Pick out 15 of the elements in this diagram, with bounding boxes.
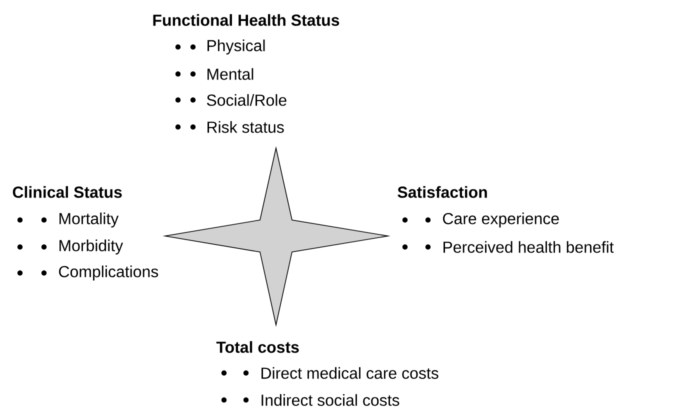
list-item: Direct medical care costs bbox=[262, 367, 438, 379]
list-item: Mortality bbox=[60, 212, 119, 228]
list-item: Complications bbox=[59, 266, 158, 280]
list-item: Physical bbox=[208, 40, 265, 54]
list-item: Risk status bbox=[208, 121, 284, 133]
heading: Clinical Status bbox=[12, 186, 122, 198]
list-item: Social/Role bbox=[206, 94, 286, 106]
heading: Total costs bbox=[216, 341, 299, 353]
heading: Satisfaction bbox=[398, 186, 487, 198]
list-item: Perceived health benefit bbox=[444, 241, 614, 253]
list-item: Indirect social costs bbox=[262, 394, 400, 406]
heading: Functional Health Status bbox=[153, 14, 340, 26]
list-item: Care experience bbox=[443, 212, 559, 228]
list-item: Mental bbox=[208, 68, 254, 80]
list-item: Morbidity bbox=[60, 240, 124, 254]
